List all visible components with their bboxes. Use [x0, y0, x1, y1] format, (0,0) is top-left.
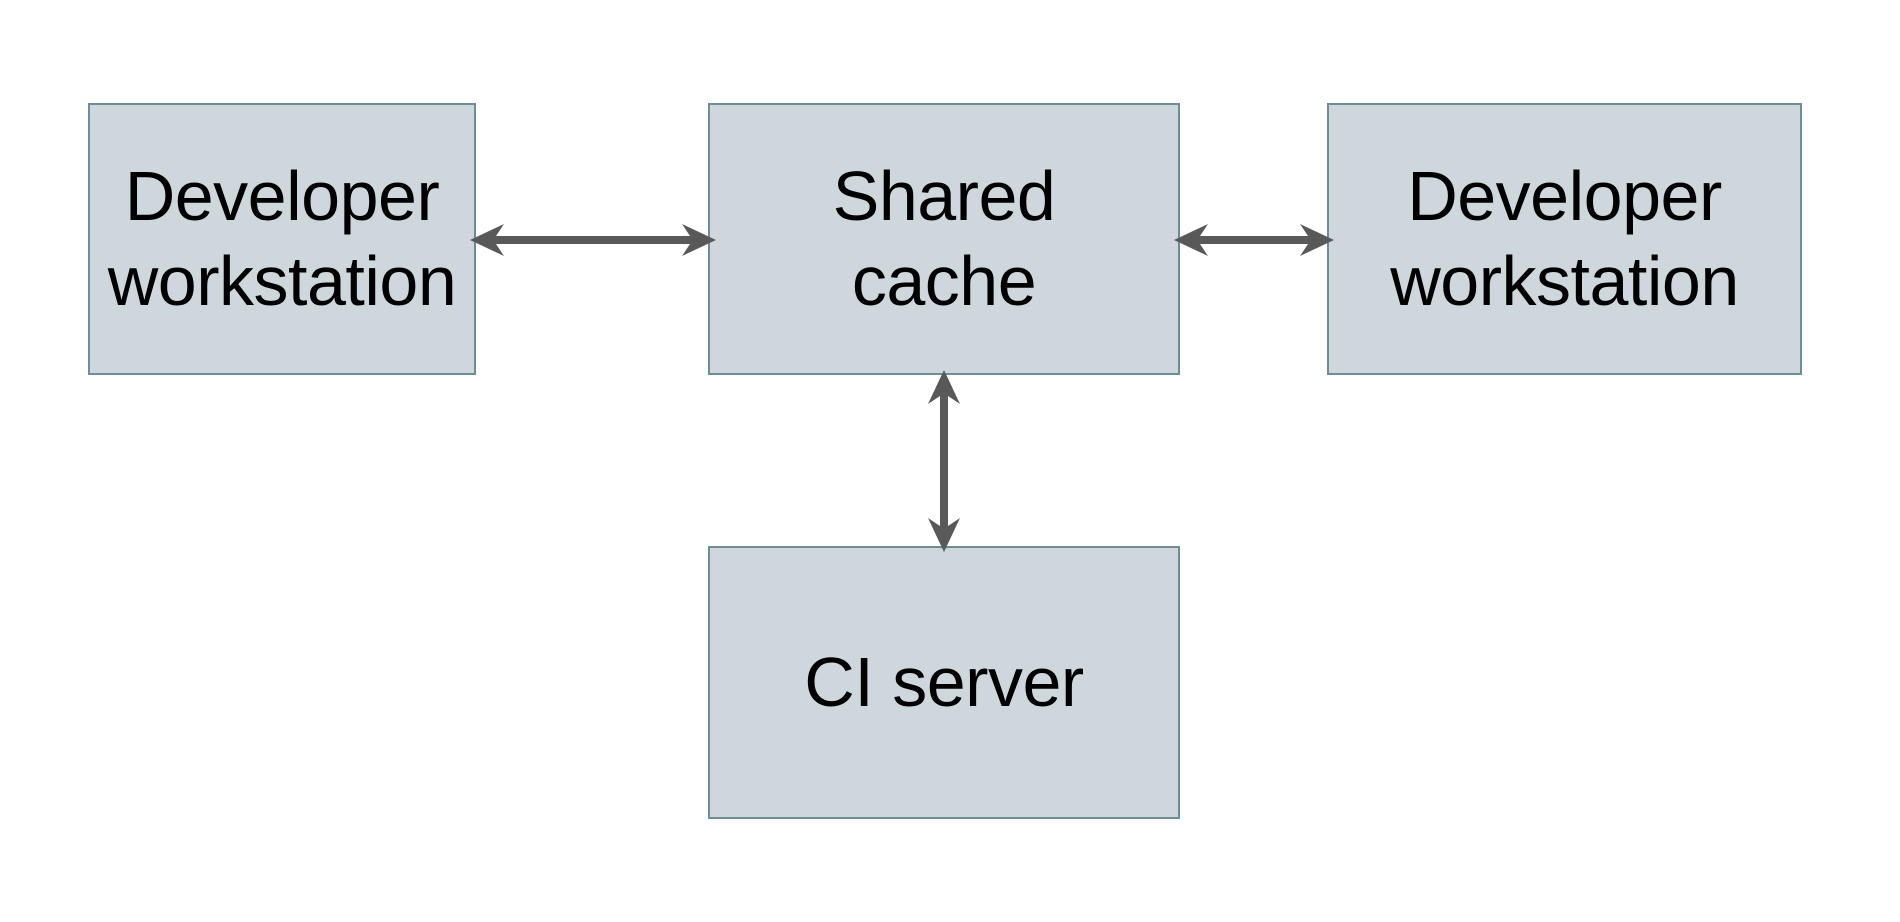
node-label-line1: Developer	[1407, 157, 1722, 235]
node-label-line2: cache	[851, 242, 1037, 320]
node-label-line2: workstation	[107, 242, 457, 320]
double-arrow-icon	[470, 224, 716, 256]
double-arrow-icon	[1174, 224, 1334, 256]
connector-cache-to-right-workstation	[1174, 214, 1334, 266]
connector-left-workstation-to-cache	[470, 214, 716, 266]
connector-cache-to-ci-server	[918, 370, 970, 552]
double-arrow-icon	[928, 370, 960, 552]
node-shared-cache[interactable]: Shared cache	[708, 103, 1180, 375]
node-label-line1: Developer	[124, 157, 440, 235]
node-label-line2: workstation	[1390, 242, 1739, 320]
node-developer-workstation-left[interactable]: Developer workstation	[88, 103, 476, 375]
node-developer-workstation-right[interactable]: Developer workstation	[1327, 103, 1802, 375]
node-ci-server[interactable]: CI server	[708, 546, 1180, 819]
node-label-line1: CI server	[804, 643, 1084, 721]
node-label-line1: Shared	[832, 157, 1056, 235]
